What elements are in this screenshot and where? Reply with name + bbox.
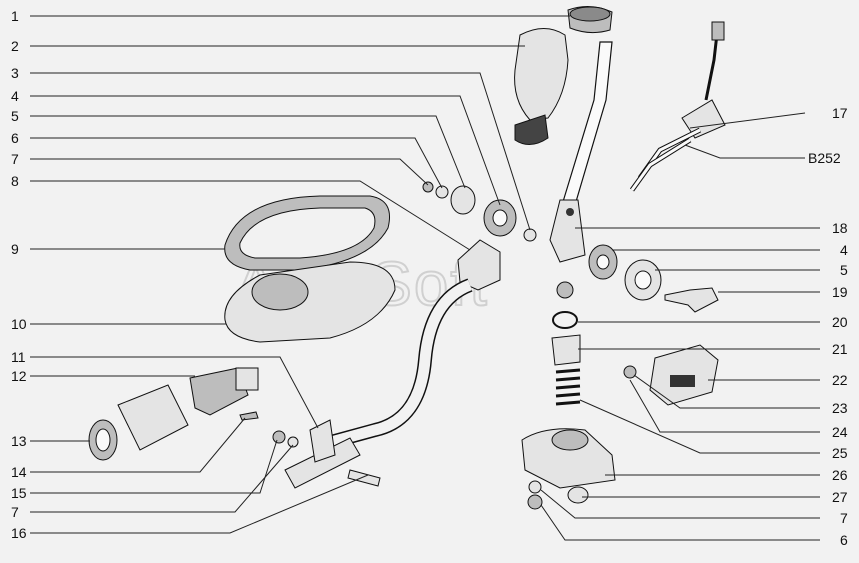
callout-22: 22 <box>832 372 848 388</box>
bolt-16-part <box>347 469 381 487</box>
gear-knob-part <box>514 28 569 145</box>
callout-19: 19 <box>832 284 848 300</box>
screw-23-part <box>623 365 637 379</box>
callout-1: 1 <box>11 8 19 24</box>
callout-3: 3 <box>11 65 19 81</box>
cap-27-part <box>567 486 589 504</box>
callout-6-right: 6 <box>840 532 848 548</box>
washer-6-part <box>435 185 449 199</box>
callout-27: 27 <box>832 489 848 505</box>
washer-right-5-part <box>624 259 662 301</box>
pin-19-part <box>664 287 719 313</box>
callout-7: 7 <box>11 151 19 167</box>
callout-16: 16 <box>11 525 27 541</box>
callout-14: 14 <box>11 464 27 480</box>
callout-11: 11 <box>11 349 26 365</box>
ring-20-part <box>552 311 578 329</box>
leader-lines <box>30 15 820 541</box>
callout-26: 26 <box>832 467 848 483</box>
callout-b252: B252 <box>808 150 841 166</box>
callout-6: 6 <box>11 130 19 146</box>
housing-26-part <box>521 428 616 489</box>
callout-4: 4 <box>11 88 19 104</box>
inset-assembly-part <box>629 21 726 192</box>
boot-10-part <box>224 261 396 343</box>
sleeve-21-part <box>551 334 581 366</box>
washer-bottom-7-part <box>528 480 542 494</box>
callout-10: 10 <box>11 316 27 332</box>
screw-14-part <box>239 411 259 421</box>
lock-plate-22-part <box>649 344 719 406</box>
clamp-11-part <box>309 419 336 463</box>
knob-cap-part <box>567 6 613 34</box>
washer-7-part <box>287 436 299 448</box>
left-callouts: 1 2 3 4 5 6 7 8 9 10 11 12 13 14 15 7 16 <box>11 8 27 541</box>
callout-18: 18 <box>832 220 848 236</box>
ring-3-part <box>523 228 537 242</box>
nut-bottom-6-part <box>527 494 543 510</box>
callout-24: 24 <box>832 424 848 440</box>
callout-9: 9 <box>11 241 19 257</box>
callout-2: 2 <box>11 38 19 54</box>
washer-5-part <box>450 185 476 215</box>
callout-21: 21 <box>832 341 848 357</box>
nut-15-part <box>272 430 286 444</box>
callout-13: 13 <box>11 433 27 449</box>
cover-frame-part <box>224 195 390 271</box>
gear-lever-part <box>549 41 613 299</box>
callout-15: 15 <box>11 485 27 501</box>
callout-4-right: 4 <box>840 242 848 258</box>
callout-5-right: 5 <box>840 262 848 278</box>
callout-25: 25 <box>832 445 848 461</box>
bushing-right-4-part <box>588 244 618 280</box>
callout-23: 23 <box>832 400 848 416</box>
connector-13-part <box>88 384 189 461</box>
callout-20: 20 <box>832 314 848 330</box>
callout-8: 8 <box>11 173 19 189</box>
nut-7-part <box>422 181 434 193</box>
callout-17: 17 <box>832 105 848 121</box>
callout-7-lower: 7 <box>11 504 19 520</box>
cable-end-12-part <box>189 367 259 416</box>
spring-25-part <box>555 368 581 406</box>
callout-7-right: 7 <box>840 510 848 526</box>
right-callouts: 17 B252 18 4 5 19 20 21 22 23 24 25 26 2… <box>808 105 848 548</box>
bushing-4-part <box>483 199 517 237</box>
callout-5: 5 <box>11 108 19 124</box>
callout-12: 12 <box>11 368 27 384</box>
